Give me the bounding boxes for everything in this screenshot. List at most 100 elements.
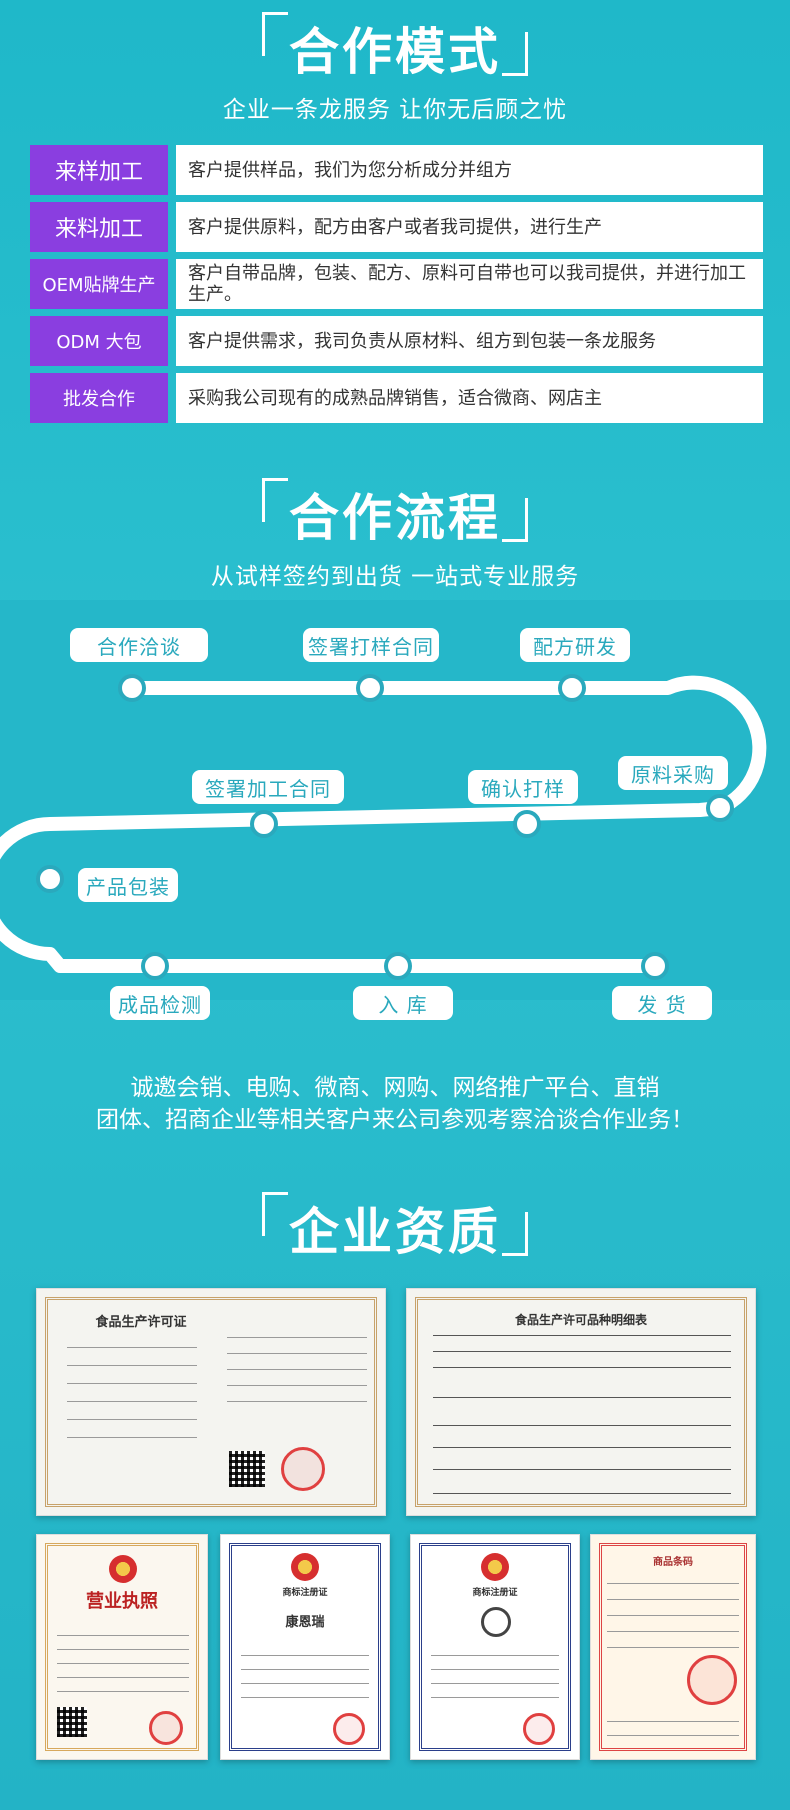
- title-bracket-left: [262, 478, 288, 522]
- step-tag: 成品检测: [110, 986, 210, 1020]
- cert-line: [227, 1369, 367, 1370]
- cert-line: [227, 1385, 367, 1386]
- cert-line: [227, 1337, 367, 1338]
- cert-line: [67, 1401, 197, 1402]
- mode-label: ODM 大包: [30, 316, 168, 366]
- cert-line: [607, 1721, 739, 1722]
- step-tag: 发 货: [612, 986, 712, 1020]
- cert-line: [241, 1683, 369, 1684]
- official-seal: [523, 1713, 555, 1745]
- barcode-certificate: 商品条码: [590, 1534, 756, 1760]
- cert-border: [599, 1543, 747, 1751]
- cert-line: [241, 1655, 369, 1656]
- invite-text-line1: 诚邀会销、电购、微商、网购、网络推广平台、直销: [130, 1075, 660, 1101]
- food-license-certificate: 食品生产许可证: [36, 1288, 386, 1516]
- cert-title: 营业执照: [86, 1591, 158, 1612]
- process-track-line: [0, 600, 790, 1000]
- cert-line: [57, 1649, 189, 1650]
- cert-line: [607, 1647, 739, 1648]
- trademark-certificate: 商标注册证: [410, 1534, 580, 1760]
- mode-desc: 客户提供原料，配方由客户或者我司提供，进行生产: [176, 202, 763, 252]
- mode-label: OEM贴牌生产: [30, 259, 168, 309]
- national-emblem-icon: [481, 1553, 509, 1581]
- cert-border: [415, 1297, 747, 1507]
- step-dot: [118, 674, 146, 702]
- mode-row: 来料加工 客户提供原料，配方由客户或者我司提供，进行生产: [30, 202, 763, 252]
- title-bracket-right: [502, 32, 528, 76]
- step-dot: [641, 952, 669, 980]
- cert-border: [229, 1543, 381, 1751]
- mode-desc: 客户提供需求，我司负责从原材料、组方到包装一条龙服务: [176, 316, 763, 366]
- mode-row: 来样加工 客户提供样品，我们为您分析成分并组方: [30, 145, 763, 195]
- section-subtitle: 企业一条龙服务 让你无后顾之忧: [222, 97, 568, 123]
- step-dot: [558, 674, 586, 702]
- cert-line: [241, 1669, 369, 1670]
- step-tag: 签署加工合同: [192, 770, 344, 804]
- step-tag: 确认打样: [468, 770, 578, 804]
- cert-line: [607, 1615, 739, 1616]
- cert-line: [607, 1735, 739, 1736]
- cert-border: [419, 1543, 571, 1751]
- cert-line: [67, 1347, 197, 1348]
- cert-line: [227, 1353, 367, 1354]
- cert-title: 商品条码: [653, 1557, 693, 1568]
- cert-line: [431, 1683, 559, 1684]
- national-emblem-icon: [109, 1555, 137, 1583]
- step-tag: 产品包装: [78, 868, 178, 902]
- table-line: [433, 1367, 731, 1368]
- cert-line: [607, 1583, 739, 1584]
- food-license-detail-certificate: 食品生产许可品种明细表: [406, 1288, 756, 1516]
- cert-line: [67, 1365, 197, 1366]
- qr-code-image: [57, 1707, 87, 1737]
- cert-line: [57, 1691, 189, 1692]
- trademark-brand: 康恩瑞: [285, 1615, 325, 1630]
- step-tag: 原料采购: [618, 756, 728, 790]
- title-bracket-left: [262, 12, 288, 56]
- section-title: 合作模式: [289, 23, 501, 81]
- cert-line: [431, 1655, 559, 1656]
- invite-text-line2: 团体、招商企业等相关客户来公司参观考察洽谈合作业务！: [96, 1107, 694, 1133]
- trademark-logo: [481, 1607, 511, 1637]
- table-line: [433, 1493, 731, 1494]
- step-dot: [141, 952, 169, 980]
- cert-line: [431, 1669, 559, 1670]
- mode-label: 来料加工: [30, 202, 168, 252]
- step-tag: 签署打样合同: [303, 628, 439, 662]
- mode-row: ODM 大包 客户提供需求，我司负责从原材料、组方到包装一条龙服务: [30, 316, 763, 366]
- step-tag: 合作洽谈: [70, 628, 208, 662]
- cert-line: [67, 1419, 197, 1420]
- trademark-certificate: 商标注册证 康恩瑞: [220, 1534, 390, 1760]
- mode-row: OEM贴牌生产 客户自带品牌，包装、配方、原料可自带也可以我司提供，并进行加工生…: [30, 259, 763, 309]
- cert-title: 商标注册证: [472, 1588, 518, 1598]
- mode-label: 批发合作: [30, 373, 168, 423]
- cert-line: [241, 1697, 369, 1698]
- title-bracket-right: [502, 1212, 528, 1256]
- section-subtitle: 从试样签约到出货 一站式专业服务: [210, 564, 580, 590]
- title-bracket-left: [262, 1192, 288, 1236]
- step-dot: [384, 952, 412, 980]
- cert-line: [67, 1437, 197, 1438]
- official-seal: [687, 1655, 737, 1705]
- qr-code-image: [229, 1451, 265, 1487]
- business-license-certificate: 营业执照: [36, 1534, 208, 1760]
- national-emblem-icon: [291, 1553, 319, 1581]
- mode-desc: 客户自带品牌，包装、配方、原料可自带也可以我司提供，并进行加工生产。: [176, 259, 763, 309]
- section-title: 企业资质: [289, 1203, 501, 1261]
- cert-line: [67, 1383, 197, 1384]
- table-line: [433, 1469, 731, 1470]
- mode-row: 批发合作 采购我公司现有的成熟品牌销售，适合微商、网店主: [30, 373, 763, 423]
- step-dot: [250, 810, 278, 838]
- step-tag: 入 库: [353, 986, 453, 1020]
- cert-line: [57, 1635, 189, 1636]
- cert-line: [607, 1631, 739, 1632]
- step-tag: 配方研发: [520, 628, 630, 662]
- section-title: 合作流程: [289, 489, 501, 547]
- cert-title: 商标注册证: [282, 1588, 328, 1598]
- step-dot: [36, 865, 64, 893]
- official-seal: [333, 1713, 365, 1745]
- cert-border: [45, 1543, 199, 1751]
- step-dot: [356, 674, 384, 702]
- cert-title: 食品生产许可证: [95, 1315, 187, 1330]
- official-seal: [149, 1711, 183, 1745]
- official-seal: [281, 1447, 325, 1491]
